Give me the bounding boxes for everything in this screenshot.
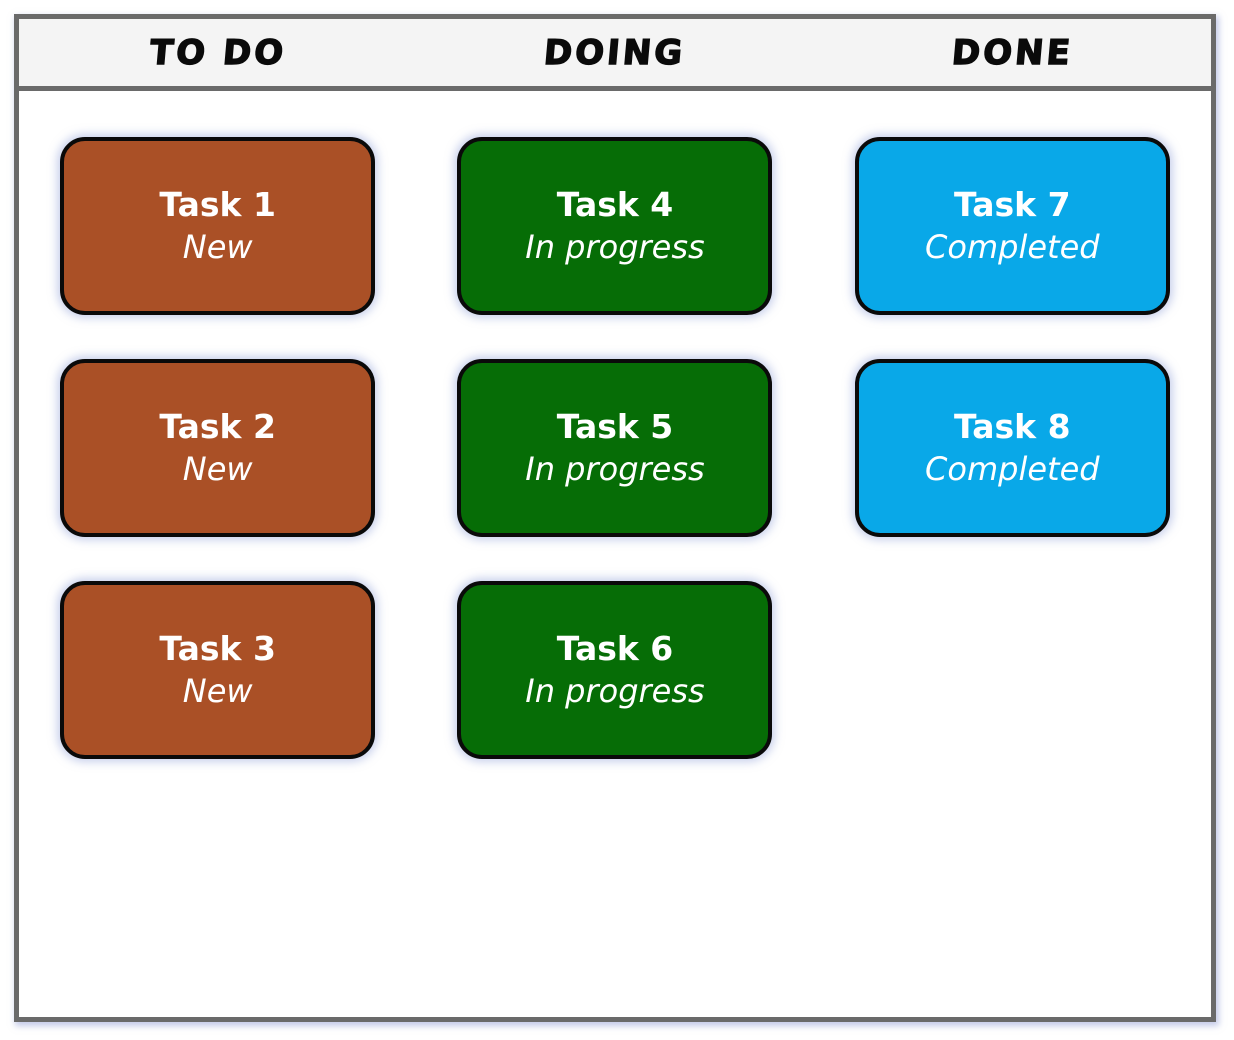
task-card-8[interactable]: Task 8 Completed — [854, 359, 1170, 537]
task-card-5[interactable]: Task 5 In progress — [457, 359, 773, 537]
board-body: Task 1 New Task 2 New Task 3 New Task 4 … — [19, 91, 1211, 759]
task-card-status: Completed — [925, 449, 1100, 488]
task-card-status: New — [182, 449, 253, 488]
column-header-doing: DOING — [416, 32, 813, 73]
task-card-title: Task 1 — [159, 184, 276, 224]
task-card-status: New — [182, 227, 253, 266]
task-card-2[interactable]: Task 2 New — [60, 359, 376, 537]
task-card-title: Task 3 — [159, 628, 276, 668]
column-done: Task 7 Completed Task 8 Completed — [814, 137, 1211, 759]
column-header-todo: TO DO — [19, 32, 416, 73]
task-card-title: Task 8 — [954, 406, 1071, 446]
column-header-todo-label: TO DO — [147, 32, 288, 73]
task-card-title: Task 7 — [954, 184, 1071, 224]
task-card-6[interactable]: Task 6 In progress — [457, 581, 773, 759]
task-card-status: In progress — [525, 227, 705, 266]
task-card-status: New — [182, 671, 253, 710]
column-header-done-label: DONE — [949, 32, 1075, 73]
task-card-status: Completed — [925, 227, 1100, 266]
task-card-1[interactable]: Task 1 New — [60, 137, 376, 315]
task-card-status: In progress — [525, 671, 705, 710]
task-card-title: Task 5 — [556, 406, 674, 446]
task-card-title: Task 6 — [556, 628, 674, 668]
kanban-board: TO DO DOING DONE Task 1 New Task 2 New T… — [14, 14, 1216, 1022]
column-doing: Task 4 In progress Task 5 In progress Ta… — [416, 137, 813, 759]
task-card-status: In progress — [525, 449, 705, 488]
task-card-3[interactable]: Task 3 New — [60, 581, 376, 759]
board-header: TO DO DOING DONE — [19, 19, 1211, 91]
column-todo: Task 1 New Task 2 New Task 3 New — [19, 137, 416, 759]
task-card-7[interactable]: Task 7 Completed — [854, 137, 1170, 315]
column-header-doing-label: DOING — [542, 32, 688, 73]
task-card-title: Task 2 — [159, 406, 276, 446]
task-card-4[interactable]: Task 4 In progress — [457, 137, 773, 315]
task-card-title: Task 4 — [556, 184, 674, 224]
column-header-done: DONE — [814, 32, 1211, 73]
